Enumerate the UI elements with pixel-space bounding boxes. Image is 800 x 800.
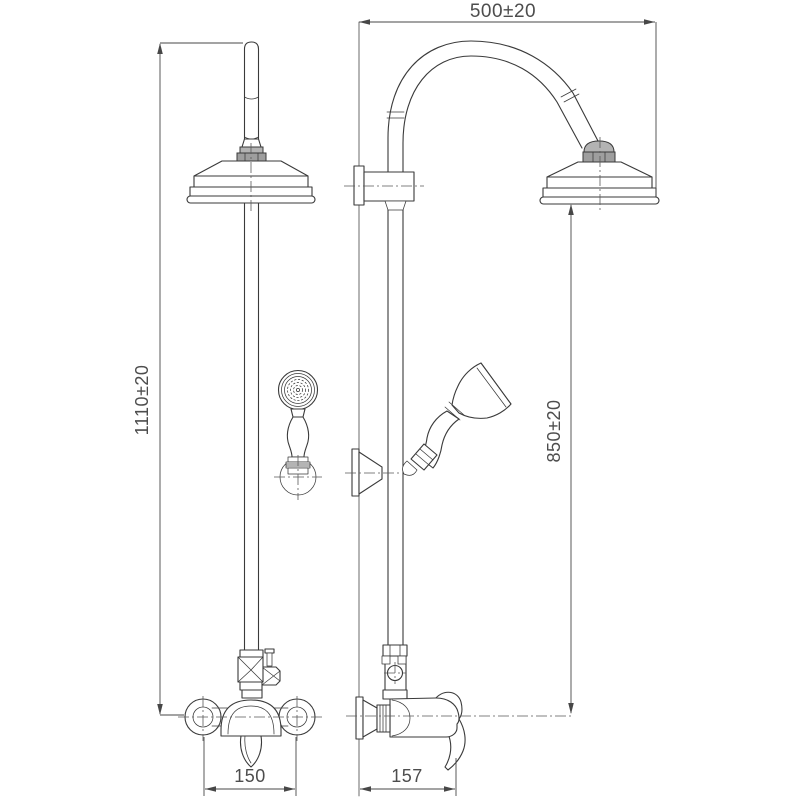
mixer-lever-front: [239, 735, 263, 768]
hand-shower-head-side: [451, 362, 512, 419]
wall-cone-flange-side: [351, 448, 360, 497]
side-column-and-gooseneck: [386, 40, 599, 651]
centerline-diverter: [384, 662, 406, 684]
dimension-top-width: 500±20: [359, 1, 657, 196]
front-view: [178, 41, 324, 768]
dim-label-bottom-left-width: 150: [234, 766, 266, 786]
dimensions: 500±20 1110±20 850±20 150: [132, 1, 657, 796]
mixer-front: [184, 698, 316, 768]
dimension-bottom-right-width: 157: [360, 758, 457, 796]
dim-label-left-height: 1110±20: [132, 365, 152, 436]
mixer-side: [355, 691, 466, 771]
dim-label-bottom-right-width: 157: [391, 766, 423, 786]
front-column-pipe: [243, 41, 260, 651]
diverter-valve-front: [237, 648, 281, 699]
dimension-left-height: 1110±20: [132, 42, 243, 716]
top-wall-bracket-side: [353, 165, 415, 211]
dimension-bottom-left-width: 150: [203, 737, 297, 796]
diverter-valve-side: [381, 644, 408, 700]
dim-label-top-width: 500±20: [470, 1, 536, 22]
centerline-front-bracket: [274, 455, 322, 500]
dim-label-right-height: 850±20: [544, 400, 564, 463]
mixer-wall-flange-side: [355, 696, 364, 740]
centerline-front-mixer: [178, 696, 324, 741]
rain-shower-head-side: [539, 140, 660, 205]
dimension-right-height: 850±20: [544, 204, 574, 714]
side-view: [344, 21, 660, 797]
hand-shower-side: [351, 362, 512, 497]
